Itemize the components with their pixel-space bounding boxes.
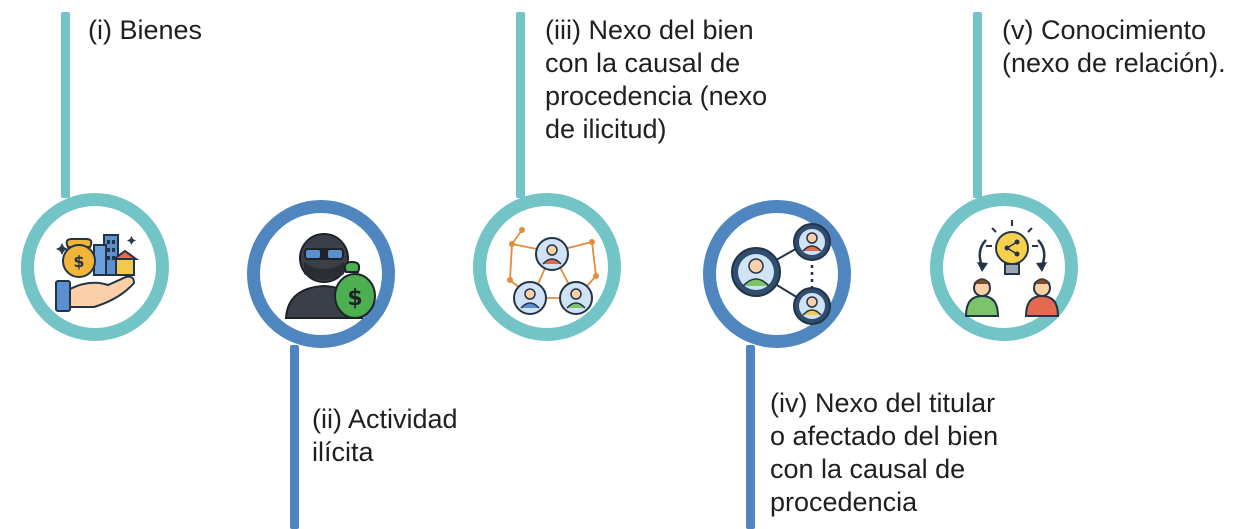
step-label-ii: (ii) Actividad ilícita	[312, 403, 458, 469]
connector-line-ii	[290, 345, 299, 529]
lightbulb-idea-sharing-icon	[964, 220, 1060, 317]
step-label-v: (v) Conocimiento (nexo de relación).	[1002, 14, 1226, 80]
connector-line-i	[61, 12, 70, 198]
connector-line-iv	[746, 345, 755, 529]
step-label-line: ilícita	[312, 437, 374, 467]
step-label-line: procedencia (nexo	[545, 81, 768, 111]
step-label-line: (iii) Nexo del bien	[545, 15, 754, 45]
connector-line-iii	[516, 12, 525, 198]
step-label-line: (iv) Nexo del titular	[770, 388, 996, 418]
step-label-line: procedencia	[770, 487, 918, 517]
connected-network-people-icon	[507, 227, 599, 315]
step-label-iii: (iii) Nexo del bien con la causal de pro…	[545, 14, 767, 146]
step-label-i: (i) Bienes	[88, 14, 202, 47]
step-label-line: (v) Conocimiento	[1002, 15, 1207, 45]
step-label-line: o afectado del bien	[770, 421, 999, 451]
connector-line-v	[973, 12, 982, 198]
step-label-line: con la causal de	[770, 454, 966, 484]
hand-with-money-and-buildings-icon: $	[55, 234, 140, 312]
step-label-line: (nexo de relación).	[1002, 48, 1226, 78]
linked-people-network-icon	[731, 223, 831, 325]
step-label-line: de ilicitud)	[545, 114, 667, 144]
step-label-line: (ii) Actividad	[312, 404, 458, 434]
svg-text:$: $	[73, 252, 84, 271]
step-label-line: (i) Bienes	[88, 15, 203, 45]
step-label-iv: (iv) Nexo del titular o afectado del bie…	[770, 387, 998, 519]
masked-thief-with-money-bag-icon: $	[284, 233, 376, 319]
svg-text:$: $	[347, 286, 362, 311]
step-label-line: con la causal de	[545, 48, 741, 78]
